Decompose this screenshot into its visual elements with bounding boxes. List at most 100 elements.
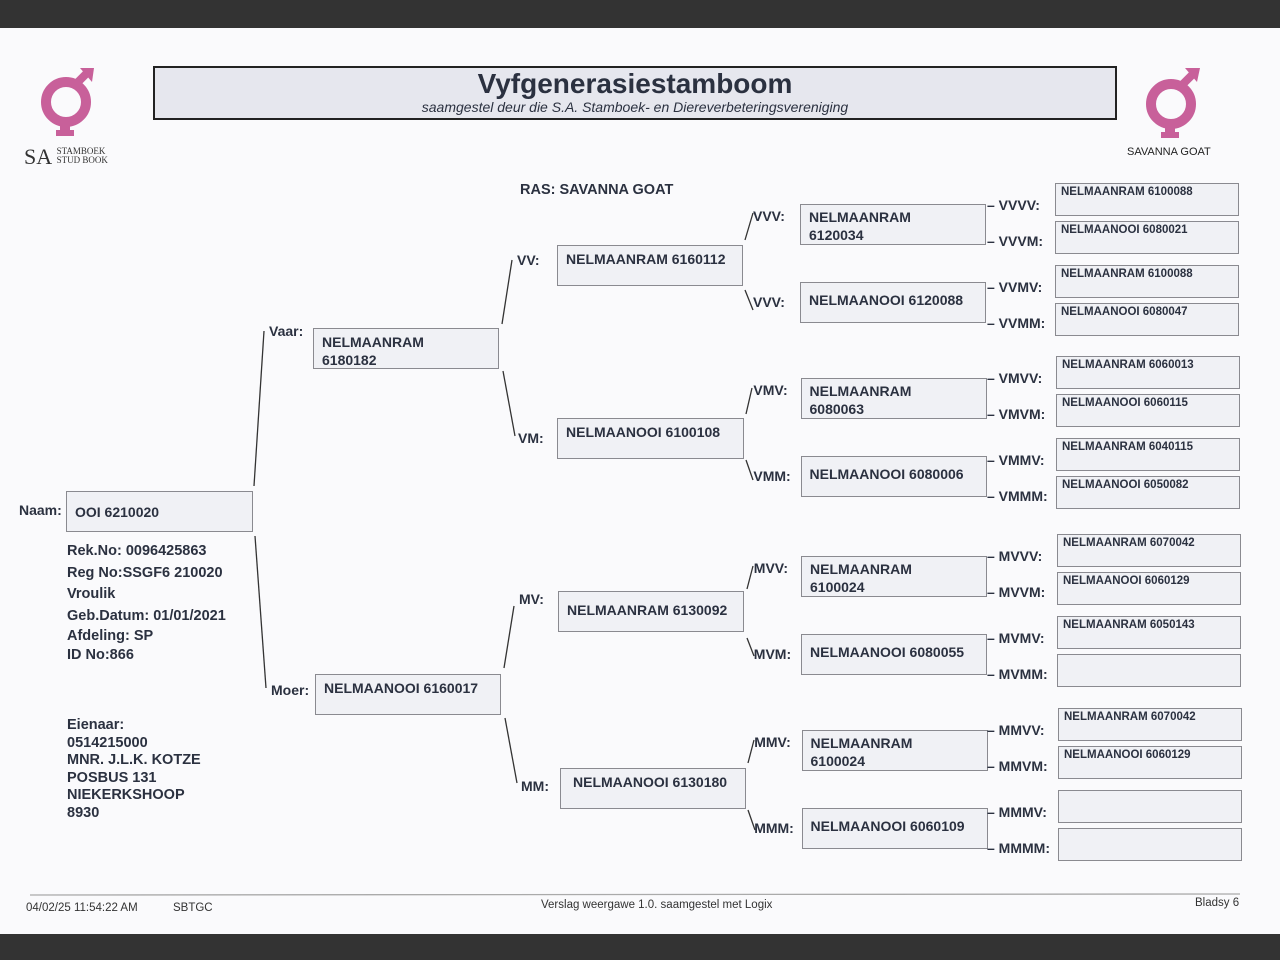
gen4-name: NELMAANRAM 6100024 [810,561,912,595]
gen3-box: NELMAANOOI 6130180 [560,768,746,809]
footer-version: Verslag weergawe 1.0. saamgestel met Log… [541,899,773,911]
gen5-box: NELMAANRAM 6050143 [1057,616,1241,649]
detail-birth-date: Geb.Datum: 01/01/2021 [67,607,226,624]
detail-reg-no: Reg No:SSGF6 210020 [67,564,223,581]
gen5-label: – VVVV: [987,197,1040,213]
gen4-box: NELMAANRAM 6120034 [800,204,986,245]
pedigree-page: SA STAMBOEK STUD BOOK Vyfgenerasiestambo… [0,28,1280,934]
detail-afdeling: Afdeling: SP [67,628,154,644]
gen4-label: MVV: [753,560,789,576]
gen5-box: NELMAANRAM 6100088 [1055,183,1239,216]
gen5-label: – MMVV: [987,722,1045,738]
gen4-label: MMV: [754,734,791,750]
gen4-label: VMV: [753,382,788,398]
gen4-name: NELMAANRAM 6100024 [810,735,913,769]
gen4-label: MMM: [754,820,794,836]
gen5-box: NELMAANOOI 6080021 [1055,221,1239,254]
gen4-name: NELMAANRAM 6080063 [809,383,912,417]
detail-sex: Vroulik [67,586,116,602]
gen5-box [1058,790,1242,823]
pedigree-connectors [29,212,1241,896]
dam-box: NELMAANOOI 6160017 [315,674,501,715]
gen3-box: NELMAANRAM 6160112 [557,245,743,286]
logo-big-text: SA [24,144,53,169]
animal-details: Rek.No: 0096425863 Reg No:SSGF6 210020 V… [67,541,226,665]
sire-name: NELMAANRAM 6180182 [322,334,424,368]
gen5-label: – VMVV: [987,370,1043,386]
animal-label: Naam: [19,502,62,518]
gen5-label: – MVMV: [987,630,1045,646]
gen3-label: VM: [518,430,544,446]
gen5-label: – VVVM: [987,233,1044,249]
gen4-label: VMM: [753,468,791,484]
footer-datetime: 04/02/25 11:54:22 AM [26,902,138,914]
gender-symbol-icon [1146,68,1200,138]
page-subtitle: saamgestel deur die S.A. Stamboek- en Di… [421,99,849,115]
gen5-box: NELMAANOOI 6060129 [1058,746,1242,779]
gen5-label: – MMMM: [987,840,1050,856]
gen5-label: – MVVM: [987,584,1046,600]
gen4-name: NELMAANOOI 6080006 [809,466,964,482]
gen4-box: NELMAANOOI 6080006 [800,456,987,497]
gen5-box: NELMAANRAM 6070042 [1058,708,1242,741]
gen5-label: – VVMM: [987,315,1046,331]
gen4-box: NELMAANOOI 6120088 [800,282,986,323]
gen3-label: VV: [517,252,540,268]
gen5-box [1058,828,1242,861]
detail-id-no: ID No:866 [67,647,134,663]
gen3-label: MM: [521,778,549,794]
sire-label: Vaar: [269,323,304,339]
gen5-label: – VMMM: [987,488,1048,504]
gen4-label: MVM: [753,646,792,662]
gen4-box: NELMAANOOI 6080055 [801,634,987,675]
owner-name: MNR. J.L.K. KOTZE [67,752,201,768]
page-title: Vyfgenerasiestamboom [477,68,793,99]
owner-town: NIEKERKSHOOP [67,787,185,803]
logo-line1: STAMBOEK [56,146,106,156]
gen4-label: VVV: [753,208,785,224]
dam-label: Moer: [271,682,310,698]
gen5-box: NELMAANRAM 6070042 [1057,534,1241,567]
gen3-label: MV: [519,591,544,607]
sa-studbook-logo: SA STAMBOEK STUD BOOK [22,68,122,169]
gen5-label: – VMMV: [987,452,1045,468]
owner-label: Eienaar: [67,717,125,733]
gen5-box: NELMAANRAM 6060013 [1056,356,1240,389]
owner-address: POSBUS 131 [67,769,157,786]
gen3-box: NELMAANOOI 6100108 [557,418,744,459]
gen4-box: NELMAANRAM 6100024 [801,730,988,771]
gen5-label: – MMVM: [987,758,1048,774]
gen5-label: – VVMV: [987,279,1043,295]
gen5-box: NELMAANRAM 6100088 [1055,265,1239,298]
gen4-box: NELMAANRAM 6080063 [800,378,987,419]
owner-number: 0514215000 [67,734,148,751]
sire-box: NELMAANRAM 6180182 [313,328,499,369]
gen4-box: NELMAANRAM 6100024 [801,556,987,597]
gen4-box: NELMAANOOI 6060109 [801,808,988,849]
owner-postcode: 8930 [67,804,100,821]
owner-details: Eienaar: 0514215000 MNR. J.L.K. KOTZE PO… [67,717,201,822]
gen5-label: – MVMM: [987,666,1048,682]
animal-name-box: OOI 6210020 [66,491,253,532]
logo-right-text: SAVANNA GOAT [1127,146,1211,158]
gen5-box: NELMAANOOI 6080047 [1055,303,1239,336]
gen4-name: NELMAANOOI 6080055 [810,644,965,660]
gen5-label: – MVVV: [987,548,1043,564]
logo-line2: STUD BOOK [56,155,108,165]
gen4-label: VVV: [753,294,785,310]
gen3-box: NELMAANRAM 6130092 [558,591,744,632]
footer-code: SBTGC [173,902,213,914]
breed-label: RAS: SAVANNA GOAT [520,182,674,198]
gen4-name: NELMAANOOI 6060109 [810,818,965,834]
gen5-box: NELMAANOOI 6050082 [1056,476,1240,509]
gen5-box: NELMAANOOI 6060115 [1056,394,1240,427]
gender-symbol-icon [41,68,94,136]
gen5-box [1057,654,1241,687]
gen4-name: NELMAANOOI 6120088 [809,292,964,308]
gen4-name: NELMAANRAM 6120034 [809,209,911,243]
detail-rek-no: Rek.No: 0096425863 [67,543,207,559]
gen5-label: – VMVM: [987,406,1046,422]
savanna-goat-logo: SAVANNA GOAT [1125,64,1225,164]
footer-page-number: Bladsy 6 [1195,897,1240,909]
gen5-box: NELMAANRAM 6040115 [1056,438,1240,471]
